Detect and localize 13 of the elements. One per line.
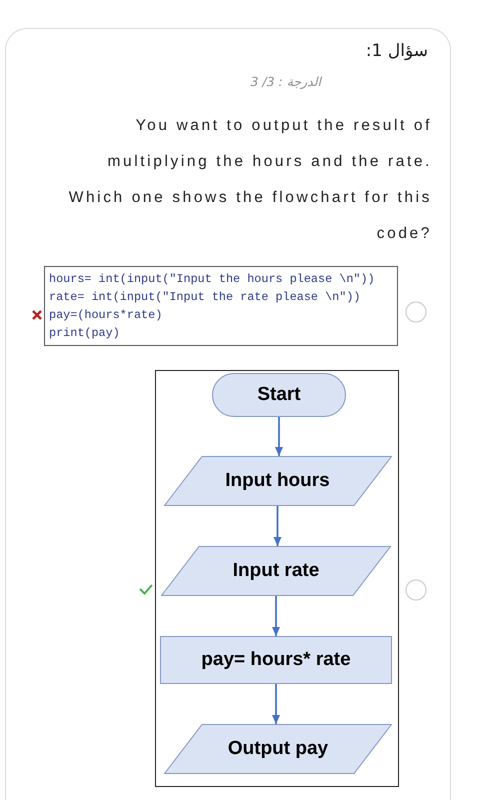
question-text: You want to output the result of multiplying the hours and the rate. Which one shows the flowchart for this code? <box>68 116 432 244</box>
arrow <box>272 684 280 724</box>
code-box: hours= int(input("Input the hours please \n")) rate= int(input("Input the rate please \n")) pay=(hours*rate) print(pay) <box>44 266 398 346</box>
arrow <box>274 506 282 546</box>
arrow <box>275 417 283 456</box>
input-parallelogram: Input hours <box>164 456 392 506</box>
input-parallelogram: Input rate <box>161 546 391 596</box>
grade-text: الدرجة : 3/ 3 <box>250 74 321 90</box>
process-box: pay= hours* rate <box>160 636 392 684</box>
arrow <box>272 596 280 636</box>
question-title: سؤال 1: <box>366 40 428 62</box>
start-terminal: Start <box>212 373 346 417</box>
output-parallelogram: Output pay <box>164 724 392 774</box>
